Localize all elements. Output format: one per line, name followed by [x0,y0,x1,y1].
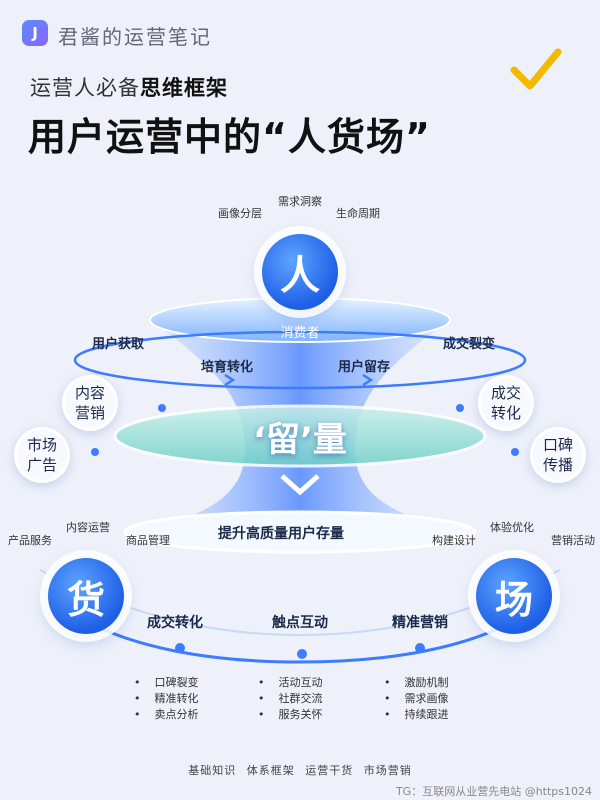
connector-dot [91,448,99,456]
section-list: 活动互动 社群交流 服务关怀 [258,675,323,723]
funnel-label-nurture: 培育转化 [201,360,254,375]
people-circle: 人 [262,234,338,310]
list-item: 持续跟进 [384,707,449,723]
list-item: 活动互动 [258,675,323,691]
consumer-label: 消费者 [280,326,320,341]
section-title: 成交转化 [147,615,203,631]
list-item: 卖点分析 [134,707,199,723]
list-item: 社群交流 [258,691,323,707]
circle-word-of-mouth: 口碑 传播 [530,427,586,483]
funnel-label-acquire: 用户获取 [92,337,145,352]
section-title: 精准营销 [392,615,448,631]
circle-market-ads: 市场 广告 [14,427,70,483]
field-tag: 构建设计 [432,534,476,547]
brand-logo: J [22,20,48,46]
section-list: 口碑裂变 精准转化 卖点分析 [134,675,199,723]
section-list: 激励机制 需求画像 持续跟进 [384,675,449,723]
arrow-right-icon [362,373,374,387]
connector-dot [456,404,464,412]
footer-link[interactable]: 市场营销 [363,764,412,777]
page-title: 用户运营中的“人货场” [28,115,431,159]
funnel-diagram [39,297,561,664]
goods-tag: 商品管理 [126,534,170,547]
orbit-ring-top [73,330,527,390]
bottom-ring [74,613,526,664]
goods-tag: 内容运营 [66,521,110,534]
funnel-label-fission: 成交裂变 [443,337,496,352]
footer-link[interactable]: 运营干货 [305,764,354,777]
subtitle-normal: 运营人必备 [30,76,140,100]
list-item: 精准转化 [134,691,199,707]
circle-content-marketing: 内容 营销 [62,375,118,431]
store-label: 提升高质量用户存量 [218,526,344,542]
footer-nav: 基础知识 体系框架 运营干货 市场营销 [0,762,600,778]
footer-link[interactable]: 基础知识 [188,764,237,777]
list-item: 服务关怀 [258,707,323,723]
checkmark-icon [510,48,562,90]
store-disc [123,510,477,554]
goods-circle: 货 [48,558,124,634]
connector-dot [175,643,185,653]
people-tag: 需求洞察 [278,195,322,208]
circle-deal-conversion: 成交 转化 [478,375,534,431]
goods-tag: 产品服务 [8,534,52,547]
list-item: 激励机制 [384,675,449,691]
list-item: 需求画像 [384,691,449,707]
funnel-label-retain: 用户留存 [338,360,391,375]
connector-dot [511,448,519,456]
section-title: 触点互动 [272,615,328,631]
connector-dot [158,404,166,412]
connector-dot [415,643,425,653]
subtitle: 运营人必备思维框架 [30,72,228,102]
list-item: 口碑裂变 [134,675,199,691]
field-circle: 场 [476,558,552,634]
field-tag: 营销活动 [551,534,595,547]
down-arrow-icon [280,474,320,496]
footer-link[interactable]: 体系框架 [246,764,295,777]
people-tag: 画像分层 [218,207,262,220]
field-tag: 体验优化 [490,521,534,534]
people-tag: 生命周期 [336,207,380,220]
watermark: TG：互联网从业营先电站 @https1024 [395,785,592,798]
middle-disc [113,404,487,468]
brand-name: 君酱的运营笔记 [58,25,212,49]
subtitle-bold: 思维框架 [140,76,228,100]
arrow-right-icon [224,373,236,387]
connector-dot [297,649,307,659]
retention-label: ‘留’量 [253,420,347,460]
